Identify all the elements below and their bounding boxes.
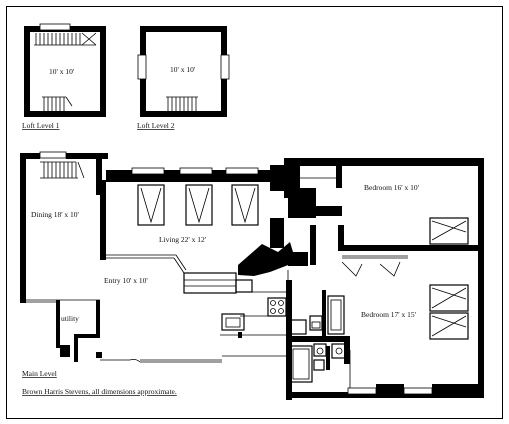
loft2-room-label: 10' x 10' <box>170 65 196 74</box>
main-level-title: Main Level <box>22 369 57 378</box>
living-units <box>137 184 259 226</box>
loft2-title: Loft Level 2 <box>137 121 175 130</box>
dining-label: Dining 18' x 10' <box>31 210 80 219</box>
utility-label: utility <box>61 314 79 323</box>
credit-text: Brown Harris Stevens, all dimensions app… <box>22 387 177 396</box>
entry-label: Entry 10' x 10' <box>104 276 148 285</box>
loft-level-2: 10' x 10' Loft Level 2 <box>137 26 230 130</box>
living-label: Living 22' x 12' <box>159 235 207 244</box>
loft1-room-label: 10' x 10' <box>49 67 75 76</box>
bedroom1-label: Bedroom 16' x 10' <box>364 183 420 192</box>
loft-level-1: 10' x 10' Loft Level 1 <box>22 23 106 130</box>
main-level: utility <box>20 151 484 400</box>
page-frame <box>6 6 503 419</box>
loft1-title: Loft Level 1 <box>22 121 60 130</box>
bedroom2-label: Bedroom 17' x 15' <box>361 310 417 319</box>
